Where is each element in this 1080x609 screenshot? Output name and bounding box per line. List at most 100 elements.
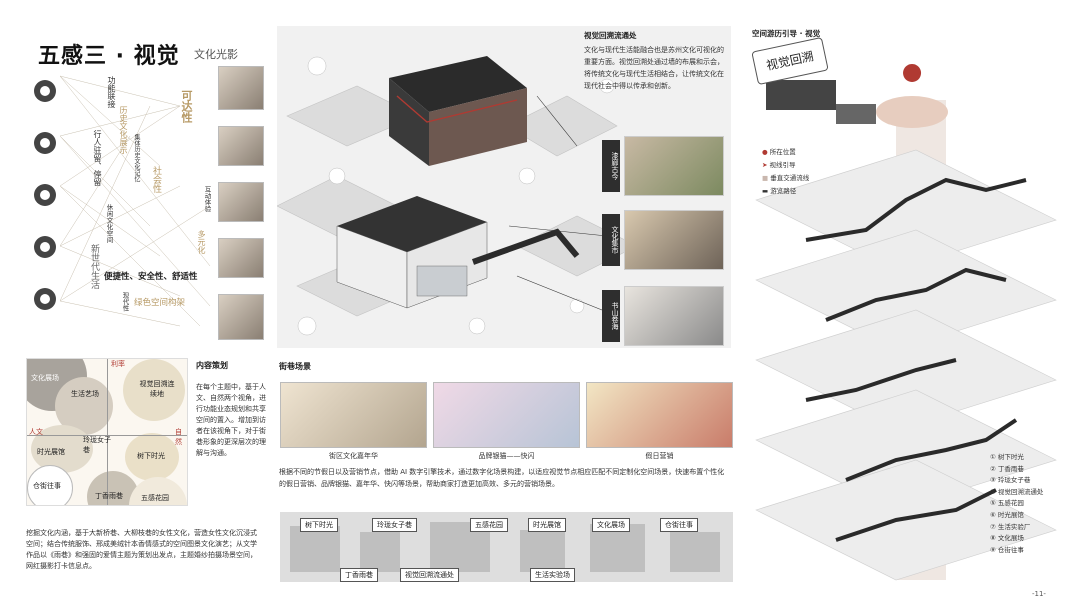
upper-block — [389, 56, 527, 166]
node-list-item: ⑤ 五感花园 — [990, 499, 1024, 508]
gold-label-4: 绿色空间构架 — [134, 298, 186, 308]
bubble-cangjie — [27, 465, 73, 505]
thumb-market — [624, 210, 724, 270]
matrix-label-1: 生活艺场 — [71, 390, 99, 398]
tag-lacquer: 漆廊古今 — [602, 140, 620, 192]
node-list: ① 树下时光 ② 丁香雨巷 ③ 玲珑女子巷 ④ 视觉回溯流通处 ⑤ 五感花园 ⑥… — [990, 452, 1043, 556]
legend-item-2: ■ 垂直交通流线 — [762, 174, 810, 182]
visual-recall-body: 文化与现代生活能融合也是苏州文化可视化的重要方面。视觉回溯处通过墙的布展和示会，… — [584, 46, 724, 90]
scene-caption-1: 品牌银猫——快闪 — [478, 452, 535, 460]
sight-guide-icon: ➤ — [762, 161, 768, 169]
strip-chip-6: 丁香雨巷 — [340, 568, 378, 582]
car-icon — [34, 236, 56, 258]
legend-item-1: ➤ 视线引导 — [762, 161, 796, 169]
bubble-time-gallery — [31, 425, 93, 473]
matrix-axis-right: 自然 — [175, 428, 182, 446]
matrix-label-7: 丁香雨巷 — [95, 492, 123, 500]
street-photo-1 — [218, 66, 264, 110]
bubble-visual-recall — [123, 359, 185, 421]
scene-caption-0: 街区文化嘉年华 — [329, 452, 378, 460]
bubble-tree-time — [125, 433, 179, 481]
visual-recall-heading: 视觉回溯流通处 — [584, 31, 637, 40]
family-icon — [34, 184, 56, 206]
matrix-label-3: 时光展馆 — [37, 448, 65, 456]
content-planning-heading: 内容策划 — [196, 361, 228, 370]
strip-chip-7: 视觉回溯流通处 — [400, 568, 459, 582]
matrix-v-axis — [107, 359, 108, 505]
scene-carnival-image — [280, 382, 427, 448]
scene-popup-image — [433, 382, 580, 448]
gold-label-1: 历史文化展示 — [119, 106, 128, 154]
matrix-label-8: 五感花园 — [141, 494, 169, 502]
matrix-axis-left: 人文 — [29, 428, 43, 436]
gold-label-0: 可达性 — [180, 90, 193, 123]
street-photo-5 — [218, 294, 264, 340]
matrix-label-6: 仓街往事 — [33, 482, 61, 490]
node-list-item: ⑦ 生活实验厂 — [990, 522, 1031, 531]
matrix-h-axis — [27, 435, 187, 436]
street-photo-2 — [218, 126, 264, 166]
page-number: -11- — [1032, 590, 1046, 598]
building-icon — [34, 288, 56, 310]
gold-label-3: 多元化 — [197, 230, 206, 254]
vertical-flow-icon: ■ — [762, 174, 769, 182]
legend-item-3: ▬ 游览路径 — [762, 187, 797, 195]
exploded-svg — [755, 64, 1057, 581]
net-label-7: 现代性 — [121, 292, 129, 312]
people-icon — [34, 132, 56, 154]
node-list-item: ⑨ 仓街往事 — [990, 545, 1024, 554]
strip-chip-5: 仓街往事 — [660, 518, 698, 532]
matrix-label-4: 玲珑女子巷 — [83, 436, 111, 454]
content-matrix: 利率 人文 自然 文化展场 生活艺场 视觉回溯连续地 时光展馆 玲珑女子巷 树下… — [26, 358, 188, 506]
strip-chip-1: 玲珑女子巷 — [372, 518, 417, 532]
scene-holiday-image — [586, 382, 733, 448]
street-photo-4 — [218, 238, 264, 278]
sense-icon-column — [30, 80, 66, 340]
thumb-lacquer — [624, 136, 724, 196]
matrix-label-0: 文化展场 — [31, 374, 59, 382]
street-photo-3 — [218, 182, 264, 222]
strip-chip-8: 生活实验场 — [530, 568, 575, 582]
net-label-6: 便捷性、安全性、舒适性 — [104, 272, 198, 282]
street-elevation-strip: 树下时光 玲珑女子巷 五感花园 时光展馆 文化展场 仓街往事 丁香雨巷 视觉回溯… — [280, 512, 733, 582]
location-pin-icon: ● — [762, 148, 768, 156]
page-subtitle: 文化光影 — [194, 48, 238, 61]
gold-label-2: 社会性 — [151, 166, 161, 193]
node-list-item: ⑥ 时光展馆 — [990, 510, 1024, 519]
matrix-axis-top: 利率 — [111, 360, 125, 368]
net-label-3: 休闲文化空间 — [105, 204, 113, 243]
net-label-1: 行人驻留、停留 — [93, 130, 102, 186]
thumb-books — [624, 286, 724, 346]
node-list-item: ② 丁香雨巷 — [990, 464, 1024, 473]
strip-chip-2: 五感花园 — [470, 518, 508, 532]
spatial-guide-heading: 空间游历引导 · 视觉 — [752, 29, 821, 38]
net-label-4: 互动体验 — [203, 186, 211, 212]
street-scene-heading: 街巷场景 — [279, 362, 311, 371]
node-list-item: ⑧ 文化展场 — [990, 534, 1024, 543]
exploded-axonometric — [746, 40, 1066, 585]
culture-paragraph: 挖掘文化内涵，基于大新桥巷、大柳枝巷的女性文化，营造女性文化沉浸式空间；结合传统… — [26, 529, 257, 570]
matrix-label-5: 树下时光 — [137, 452, 165, 460]
net-label-2: 集体历史文化记忆 — [133, 134, 140, 182]
lower-block — [336, 196, 488, 309]
legend-item-0: ● 所在位置 — [762, 148, 796, 156]
matrix-label-2: 视觉回溯连续地 — [139, 380, 175, 398]
node-list-item: ④ 视觉回溯流通处 — [990, 487, 1044, 496]
content-planning-body: 在每个主题中，基于人文、自然两个视角，进行功能业态规划和共享空间的置入。增加到访… — [196, 383, 266, 457]
scene-caption-2: 假日营销 — [645, 452, 674, 460]
eye-icon — [34, 80, 56, 102]
sense-network-diagram — [60, 75, 211, 327]
street-scene-description: 根据不同的节假日以及营销节点，借助 AI 数字引擎技术，通过数字化场景构建，以适… — [279, 468, 725, 488]
tag-book-mountain: 书山卷海 — [602, 290, 620, 342]
net-label-0: 功能联接 — [107, 76, 116, 108]
route-legend: ● 所在位置 ➤ 视线引导 ■ 垂直交通流线 ▬ 游览路径 — [762, 146, 809, 198]
strip-chip-4: 文化展场 — [592, 518, 630, 532]
strip-chip-3: 时光展馆 — [528, 518, 566, 532]
tour-path-icon: ▬ — [762, 187, 769, 195]
tag-culture-market: 文化集市 — [602, 214, 620, 266]
net-label-5: 新世代生活 — [89, 244, 99, 289]
page-title: 五感三 · 视觉 — [38, 44, 180, 69]
strip-chip-0: 树下时光 — [300, 518, 338, 532]
node-list-item: ③ 玲珑女子巷 — [990, 476, 1031, 485]
node-list-item: ① 树下时光 — [990, 453, 1024, 461]
